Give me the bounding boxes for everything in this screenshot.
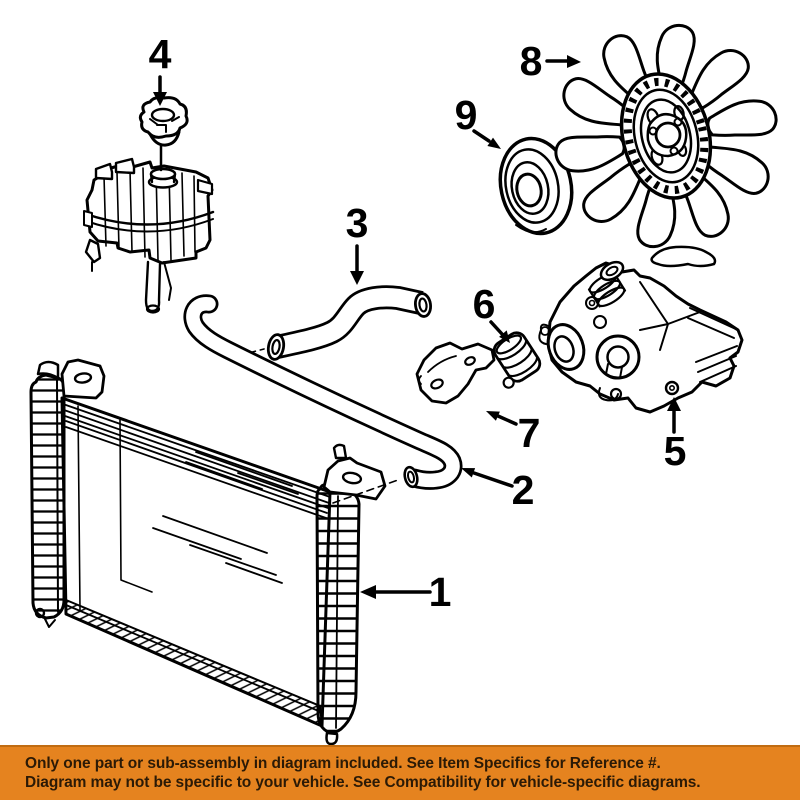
water-pump-illustration xyxy=(538,245,744,414)
callout-1-label: 1 xyxy=(429,569,452,615)
callout-9-arrowhead xyxy=(487,137,501,149)
hose2-leader-line xyxy=(332,479,399,504)
callout-9: 9 xyxy=(455,92,501,149)
callout-6-label: 6 xyxy=(473,281,496,327)
reservoir-ribs xyxy=(103,167,196,261)
radiator-illustration xyxy=(29,358,387,745)
thermostat-housing-illustration xyxy=(415,341,496,405)
coolant-reservoir-illustration xyxy=(83,157,215,314)
callout-3: 3 xyxy=(346,200,369,285)
callout-1-arrowhead xyxy=(360,585,376,599)
callout-3-arrowhead xyxy=(350,271,364,285)
callout-2-arrowhead xyxy=(461,468,476,478)
lower-radiator-hose-illustration xyxy=(183,294,463,504)
callout-8-label: 8 xyxy=(520,38,543,84)
callout-5-arrowhead xyxy=(667,397,681,411)
callout-4: 4 xyxy=(149,31,172,106)
callout-4-arrowhead xyxy=(153,92,167,106)
callout-5-label: 5 xyxy=(664,428,687,474)
callout-6-arrowhead xyxy=(499,330,510,343)
callouts: 1 2 3 4 5 6 7 xyxy=(149,31,687,615)
upper-radiator-hose-illustration xyxy=(236,285,432,361)
disclaimer-banner: Only one part or sub-assembly in diagram… xyxy=(0,745,800,800)
callout-8-arrowhead xyxy=(567,55,581,68)
callout-9-label: 9 xyxy=(455,92,478,138)
callout-2-label: 2 xyxy=(512,467,535,513)
cooling-system-diagram: 1 2 3 4 5 6 7 xyxy=(29,21,780,745)
core-shine-lines xyxy=(152,451,299,584)
callout-2: 2 xyxy=(461,467,534,513)
callout-7-arrowhead xyxy=(486,411,500,421)
callout-6: 6 xyxy=(473,281,510,343)
callout-7: 7 xyxy=(486,410,540,456)
callout-7-label: 7 xyxy=(518,410,541,456)
disclaimer-line-2: Diagram may not be specific to your vehi… xyxy=(25,774,701,791)
disclaimer-line-1: Only one part or sub-assembly in diagram… xyxy=(25,755,661,772)
callout-1: 1 xyxy=(360,569,451,615)
radiator-cap-illustration xyxy=(138,96,189,172)
callout-5: 5 xyxy=(664,397,687,474)
callout-8: 8 xyxy=(520,38,581,84)
callout-4-label: 4 xyxy=(149,31,172,77)
fan-clutch-illustration xyxy=(498,136,574,236)
fan-blade-illustration xyxy=(552,21,780,251)
callout-3-label: 3 xyxy=(346,200,369,246)
